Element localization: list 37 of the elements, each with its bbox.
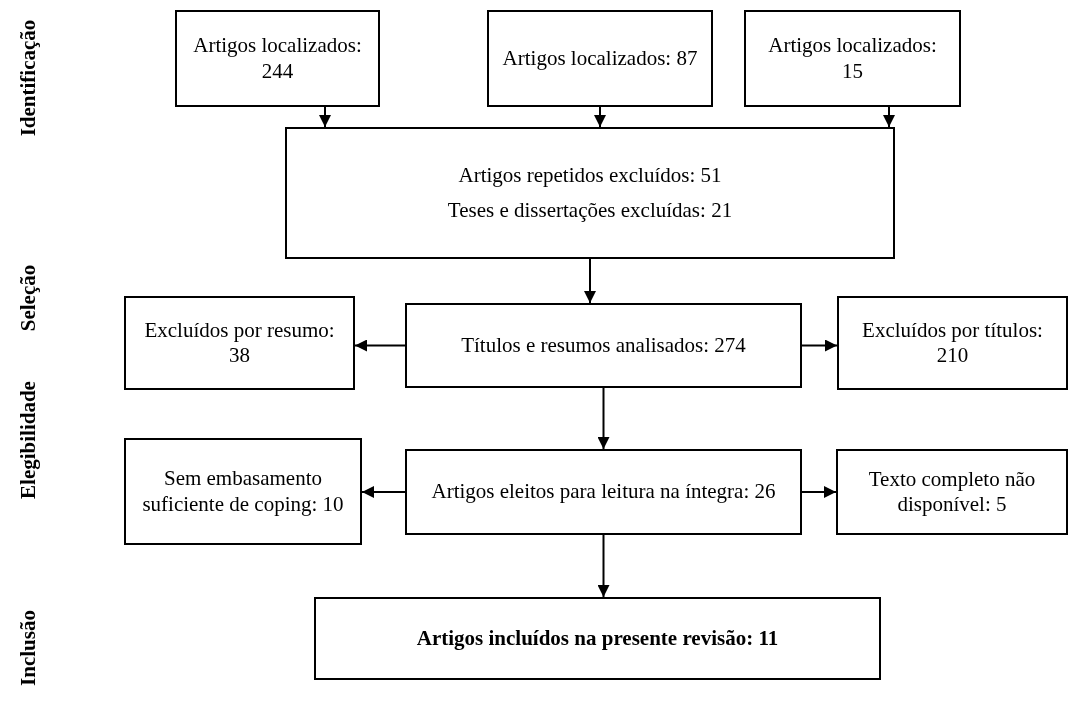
box-text: Artigos localizados: 15 [767,33,938,84]
stage-label: Elegibilidade [15,381,41,499]
stage-label: Inclusão [15,610,41,686]
process-box [175,10,380,107]
process-box [836,449,1068,535]
process-box [314,597,881,680]
process-box [124,296,355,390]
arrow [319,106,331,128]
arrow [883,106,895,128]
box-text: Artigos localizados: 244 [192,33,363,84]
box-text: Excluídos por resumo: 38 [143,317,336,369]
process-box [405,303,802,388]
box-text: Sem embasamento suficiente de coping: 10 [141,466,345,517]
process-box [124,438,362,545]
process-box [837,296,1068,390]
box-text: Artigos incluídos na presente revisão: 11 [416,625,779,652]
arrow [801,339,838,352]
arrow [361,486,406,498]
process-box [405,449,802,535]
arrow [354,339,406,352]
box-text: Artigos localizados: 87 [502,45,698,72]
arrow [584,258,596,304]
process-box [487,10,713,107]
stage-label: Seleção [15,264,41,332]
box-text: Excluídos por títulos: 210 [861,317,1044,369]
box-text: Artigos repetidos excluídos: 51 [458,162,722,188]
box-text: Texto completo não disponível: 5 [867,466,1037,518]
arrow [594,106,606,128]
arrow [597,387,610,450]
arrow [801,486,837,498]
stage-label: Identificação [15,19,41,137]
process-box [744,10,961,107]
box-text: Teses e dissertações excluídas: 21 [447,198,733,224]
process-box [285,127,895,259]
box-text: Títulos e resumos analisados: 274 [461,332,746,359]
arrow [597,534,610,598]
box-text: Artigos eleitos para leitura na íntegra: 26 [431,479,776,505]
